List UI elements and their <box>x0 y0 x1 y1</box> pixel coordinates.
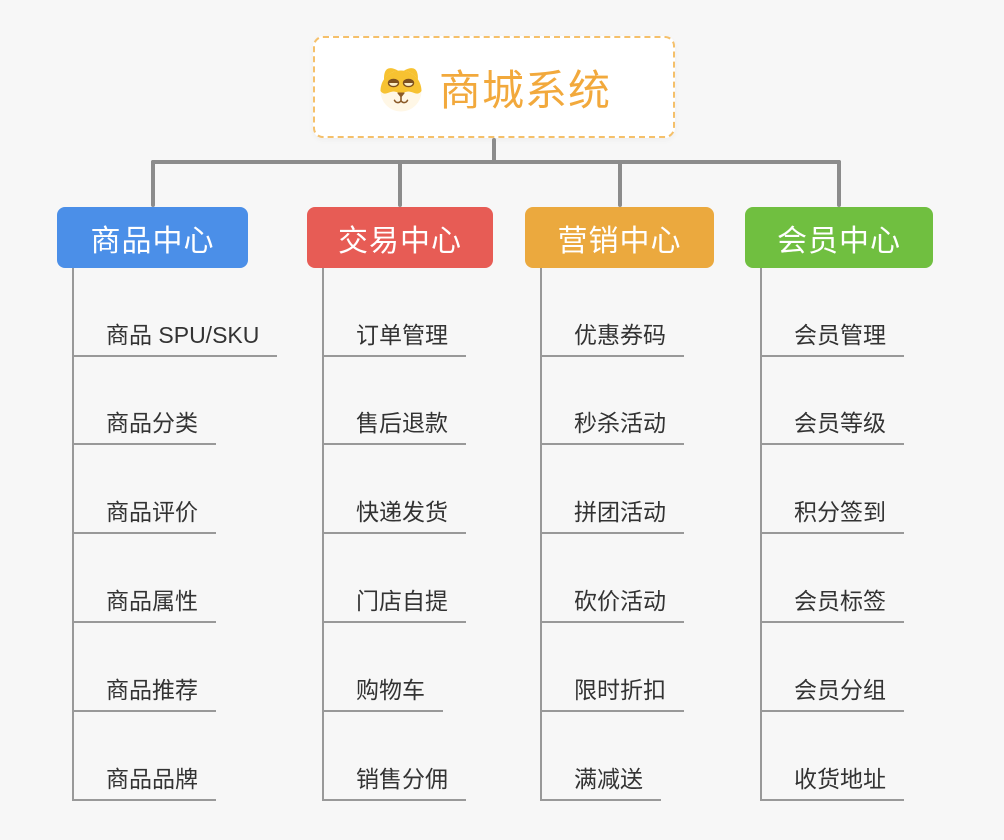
branch-trunk-line <box>760 268 762 801</box>
branch-stub-line <box>150 160 155 207</box>
leaf-node[interactable]: 砍价活动 <box>540 589 684 623</box>
branch-stub-line <box>617 160 622 207</box>
leaf-node[interactable]: 收货地址 <box>760 767 904 801</box>
branch-header-trade-center[interactable]: 交易中心 <box>307 207 493 268</box>
branch-header-member-center[interactable]: 会员中心 <box>745 207 933 268</box>
root-node[interactable]: 商城系统 <box>313 36 675 138</box>
branch-header-marketing-center[interactable]: 营销中心 <box>525 207 714 268</box>
leaf-node[interactable]: 商品推荐 <box>72 678 216 712</box>
leaf-node[interactable]: 会员等级 <box>760 411 904 445</box>
leaf-node[interactable]: 会员标签 <box>760 589 904 623</box>
leaf-node[interactable]: 拼团活动 <box>540 500 684 534</box>
leaf-node[interactable]: 购物车 <box>322 678 443 712</box>
leaf-node[interactable]: 会员管理 <box>760 323 904 357</box>
leaf-node[interactable]: 订单管理 <box>322 323 466 357</box>
leaf-node[interactable]: 商品品牌 <box>72 767 216 801</box>
root-title: 商城系统 <box>438 66 611 114</box>
branch-stub-line <box>398 160 402 207</box>
branch-stub-line <box>837 160 841 207</box>
leaf-node[interactable]: 售后退款 <box>322 411 466 445</box>
leaf-node[interactable]: 门店自提 <box>322 589 466 623</box>
leaf-node[interactable]: 商品 SPU/SKU <box>72 323 278 357</box>
leaf-node[interactable]: 优惠券码 <box>540 323 684 357</box>
leaf-node[interactable]: 商品评价 <box>72 500 216 534</box>
branch-header-product-center[interactable]: 商品中心 <box>57 207 248 268</box>
leaf-node[interactable]: 会员分组 <box>760 678 904 712</box>
leaf-node[interactable]: 限时折扣 <box>540 678 684 712</box>
leaf-node[interactable]: 满减送 <box>540 767 661 801</box>
leaf-node[interactable]: 商品分类 <box>72 411 216 445</box>
branch-trunk-line <box>540 268 542 801</box>
leaf-node[interactable]: 销售分佣 <box>322 767 466 801</box>
leaf-node[interactable]: 积分签到 <box>760 500 904 534</box>
leaf-node[interactable]: 商品属性 <box>72 589 216 623</box>
branch-trunk-line <box>72 268 74 801</box>
leaf-node[interactable]: 秒杀活动 <box>540 411 684 445</box>
leaf-node[interactable]: 快递发货 <box>322 500 466 534</box>
branch-bus-line <box>150 160 841 164</box>
dog-face-icon <box>377 61 425 113</box>
root-stem-line <box>492 138 496 164</box>
branch-trunk-line <box>322 268 324 801</box>
